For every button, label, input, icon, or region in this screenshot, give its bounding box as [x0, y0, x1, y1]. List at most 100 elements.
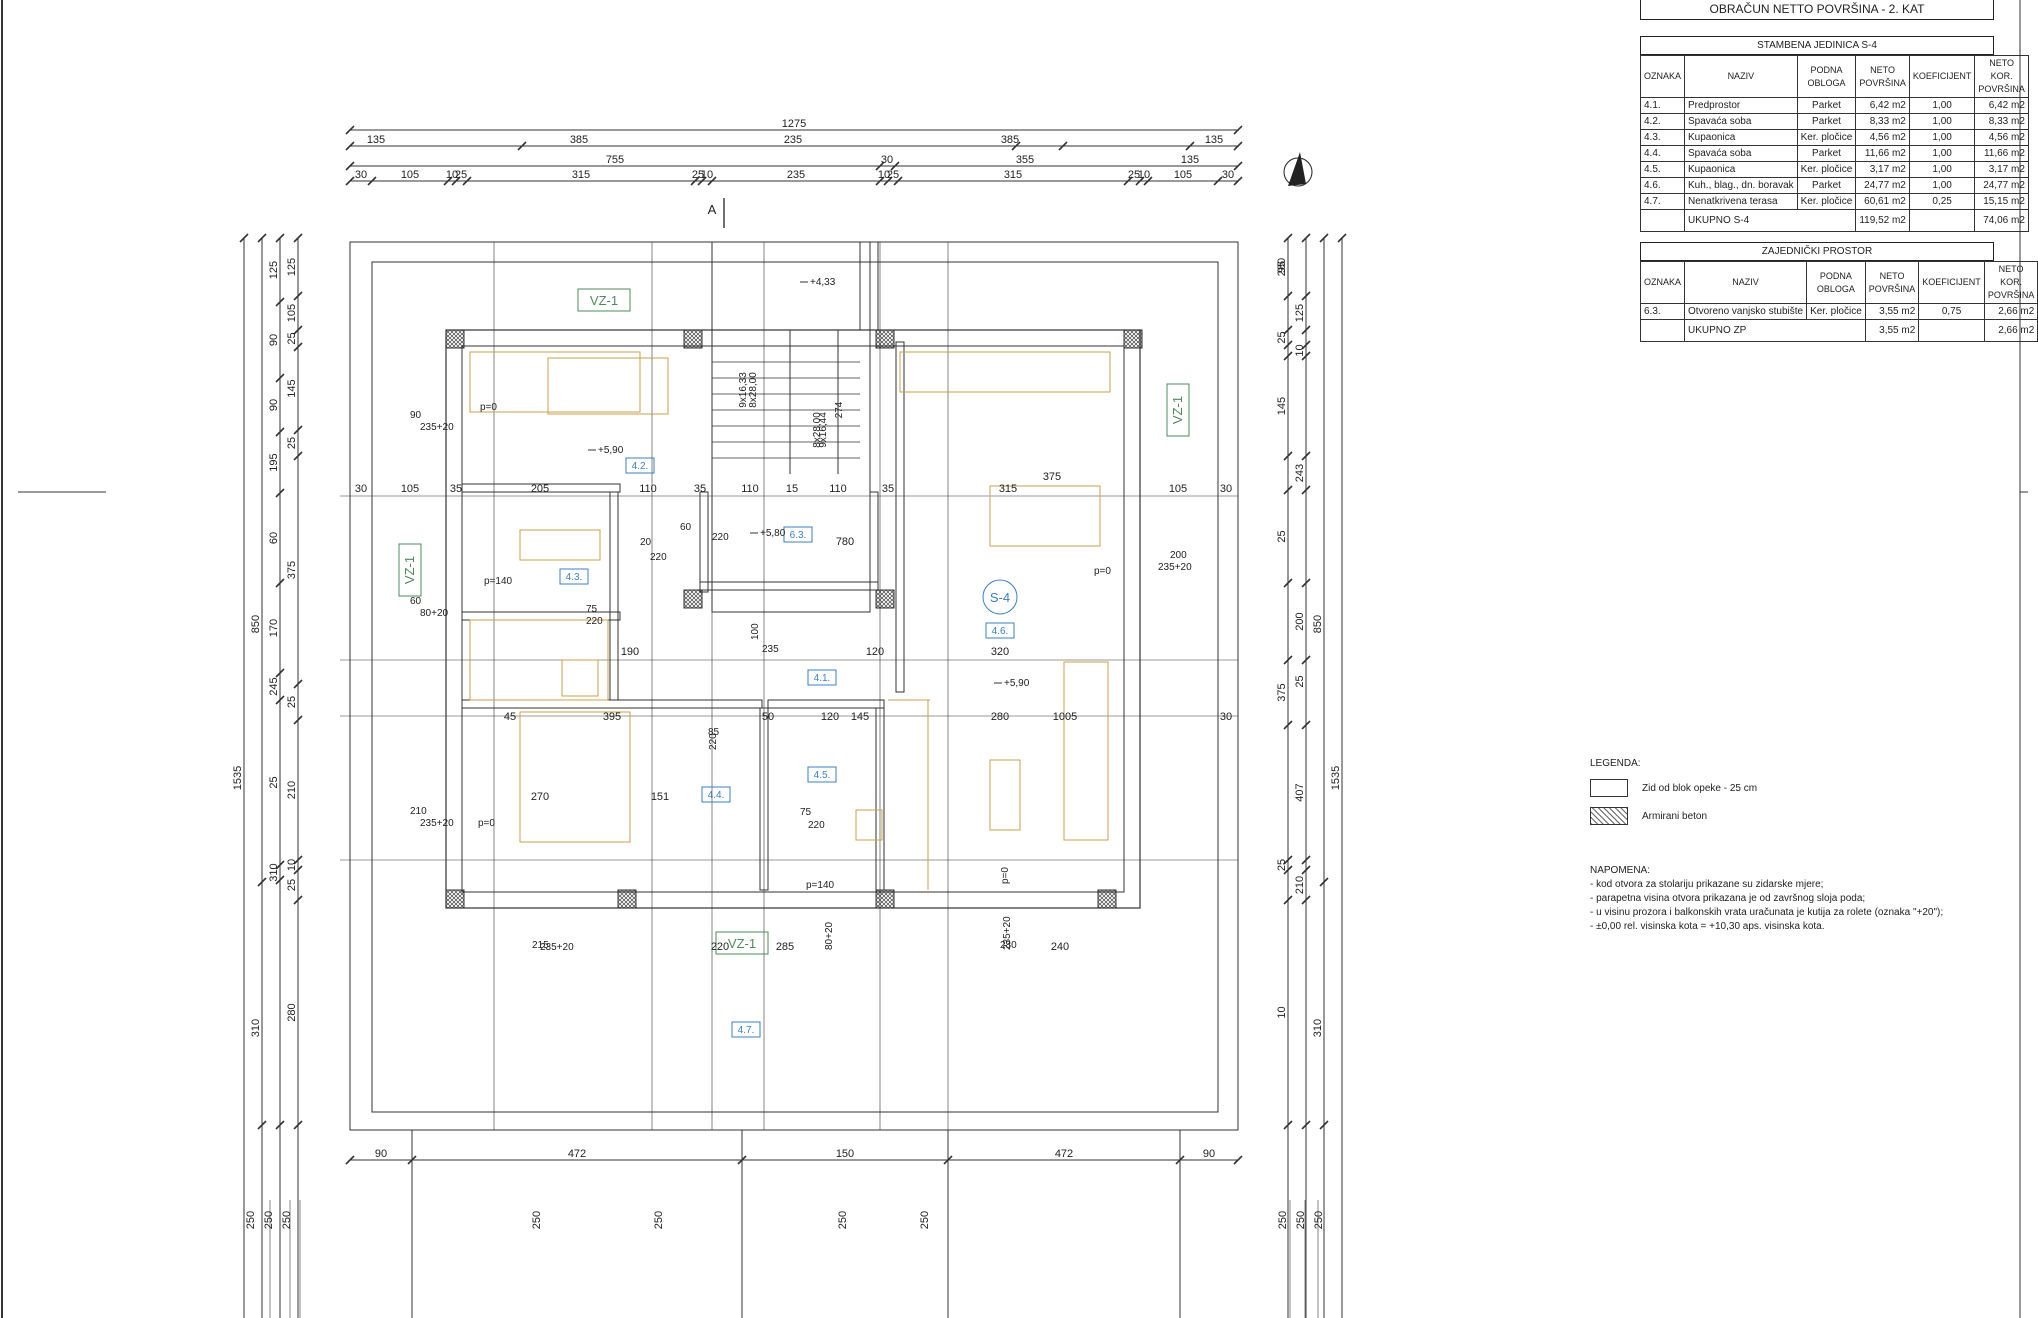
dimension-label: 210 [410, 806, 427, 817]
dimension-label: 105 [286, 304, 298, 322]
dimension-label: 220 [708, 733, 719, 750]
dimension-label: 30 [1220, 483, 1232, 495]
dimension-label: 25 [286, 437, 298, 449]
dimension-label: 310 [1312, 1019, 1324, 1037]
interior-wall [869, 491, 879, 583]
dimension-label: 10 [1294, 344, 1306, 356]
dimension-tick [257, 1120, 267, 1130]
dimension-tick [345, 176, 355, 186]
dimension-tick [1319, 1120, 1329, 1130]
dimension-tick [293, 715, 303, 725]
room-label: 4.4. [708, 790, 725, 801]
dimension-label: 100 [750, 623, 761, 640]
room-label: 4.1. [814, 673, 831, 684]
table-cell: 6,42 m2 [1855, 97, 1910, 114]
dimension-label: 120 [866, 646, 884, 658]
dimension-label: 250 [281, 1211, 293, 1229]
table-cell: Spavaća soba [1684, 145, 1798, 162]
dimension-tick [1337, 233, 1347, 243]
dimension-label: 850 [250, 615, 262, 633]
dimension-tick [1301, 291, 1311, 301]
window-tag: VZ-1 [590, 293, 618, 308]
dimension-tick [367, 176, 377, 186]
concrete-column [1097, 889, 1117, 909]
table-cell: 2,66 m2 [1983, 303, 2038, 320]
table-cell: 3,55 m2 [1864, 303, 1920, 320]
room-label-box [783, 526, 813, 543]
dimension-label: 755 [606, 154, 624, 166]
interior-wall [699, 491, 709, 593]
dimension-label: 210 [1294, 876, 1306, 894]
table-cell: Spavaća soba [1684, 113, 1798, 130]
table-cell: 0,75 [1918, 303, 1985, 320]
dimension-tick [1301, 655, 1311, 665]
interior-wall [699, 581, 879, 591]
room-label: 4.5. [814, 770, 831, 781]
table-cell: 4.7. [1639, 193, 1686, 210]
dimension-label: 60 [410, 596, 422, 607]
dimension-label: 385 [570, 134, 588, 146]
stair-label: 9x16,44 [818, 412, 829, 448]
dimension-label: 315 [1004, 169, 1022, 181]
dimension-label: 30 [1220, 711, 1232, 723]
col-header: NETO POVRŠINA [1855, 55, 1910, 98]
dimension-tick [293, 425, 303, 435]
room-label-box [559, 568, 589, 585]
dimension-label: 375 [1276, 683, 1288, 701]
col-header: NETO KOR. POVRŠINA [1974, 55, 2029, 98]
interior-wall [767, 699, 885, 709]
dimension-label: 235+20 [420, 422, 454, 433]
dimension-label: 250 [263, 1211, 275, 1229]
dimension-label: 151 [651, 791, 669, 803]
table-cell: 0,25 [1908, 193, 1976, 210]
table-cell: 4,56 m2 [1855, 129, 1910, 146]
dimension-label: p=140 [484, 576, 513, 587]
col-header: NAZIV [1684, 55, 1798, 98]
stair-label: 8x28,00 [812, 412, 823, 448]
dimension-label: 25 [1294, 675, 1306, 687]
dimension-label: 150 [836, 1148, 854, 1160]
table-cell: 3,55 m2 [1864, 319, 1920, 342]
window-tag: VZ-1 [728, 936, 756, 951]
legend-label: Zid od blok opeke - 25 cm [1642, 782, 1758, 794]
dimension-tick [1283, 855, 1293, 865]
dimension-label: 355 [1016, 154, 1034, 166]
table-cell: 3,17 m2 [1855, 161, 1910, 178]
dimension-tick [1301, 351, 1311, 361]
table-cell: 4.4. [1639, 145, 1686, 162]
dimension-label: 310 [250, 1019, 262, 1037]
col-header: PODNA OBLOGA [1796, 55, 1857, 98]
dimension-tick [275, 1120, 285, 1130]
dimension-tick [1185, 141, 1195, 151]
dimension-label: 1535 [1330, 766, 1342, 790]
concrete-column [617, 889, 637, 909]
room-label-box [985, 622, 1015, 639]
table-cell: 119,52 m2 [1855, 209, 1910, 232]
note-line: - u visinu prozora i balkonskih vrata ur… [1590, 907, 1944, 918]
dimension-label: p=0 [1094, 566, 1111, 577]
dimension-label: 110 [639, 483, 657, 495]
dimension-label: 375 [286, 561, 298, 579]
dimension-label: 250 [1277, 1211, 1289, 1229]
table-cell [1918, 319, 1985, 342]
dimension-tick [275, 427, 285, 437]
window-tag: VZ-1 [402, 556, 417, 584]
sofa-furniture [1063, 661, 1109, 841]
section-mark: A [708, 202, 717, 217]
dimension-tick [1301, 451, 1311, 461]
dimension-label: 105 [1169, 483, 1187, 495]
table-cell: 74,06 m2 [1974, 209, 2029, 232]
dimension-label: 80+20 [420, 608, 449, 619]
stair-label: 274 [834, 401, 845, 418]
dimension-label: 245 [268, 677, 280, 695]
table-cell: Parket [1796, 177, 1857, 194]
dimension-label: 125 [268, 261, 280, 279]
dimension-label: 25 [1128, 169, 1140, 181]
dimension-label: 200 [1294, 612, 1306, 630]
dimension-tick [293, 451, 303, 461]
